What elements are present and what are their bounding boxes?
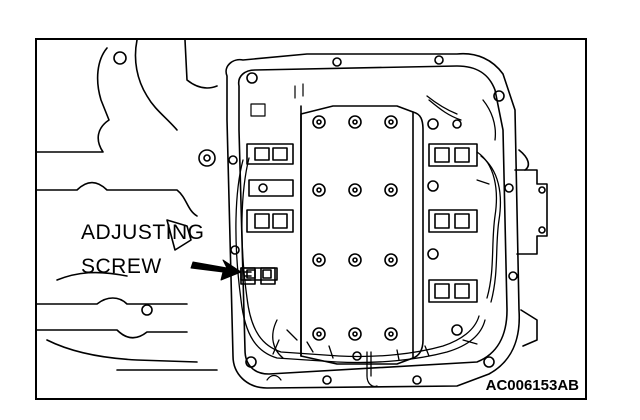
right-solenoids bbox=[427, 118, 478, 336]
wiring-harness bbox=[235, 95, 502, 388]
callout-adjusting: ADJUSTING bbox=[81, 221, 205, 244]
right-bracket bbox=[514, 149, 548, 347]
plate-bolts bbox=[312, 115, 398, 361]
valve-body-plate bbox=[300, 105, 424, 365]
valve-body-illustration bbox=[37, 40, 548, 389]
callout-screw: SCREW bbox=[81, 255, 162, 278]
housing-outline bbox=[37, 40, 218, 371]
adjusting-screw bbox=[240, 267, 276, 285]
arrow-pointer-icon bbox=[190, 259, 242, 281]
illustration-frame: ADJUSTING SCREW AC006153AB bbox=[35, 38, 587, 400]
figure-id-label: AC006153AB bbox=[485, 377, 579, 394]
pan-flange bbox=[225, 52, 521, 389]
detail-marks bbox=[250, 83, 490, 381]
left-solenoids bbox=[240, 143, 294, 281]
